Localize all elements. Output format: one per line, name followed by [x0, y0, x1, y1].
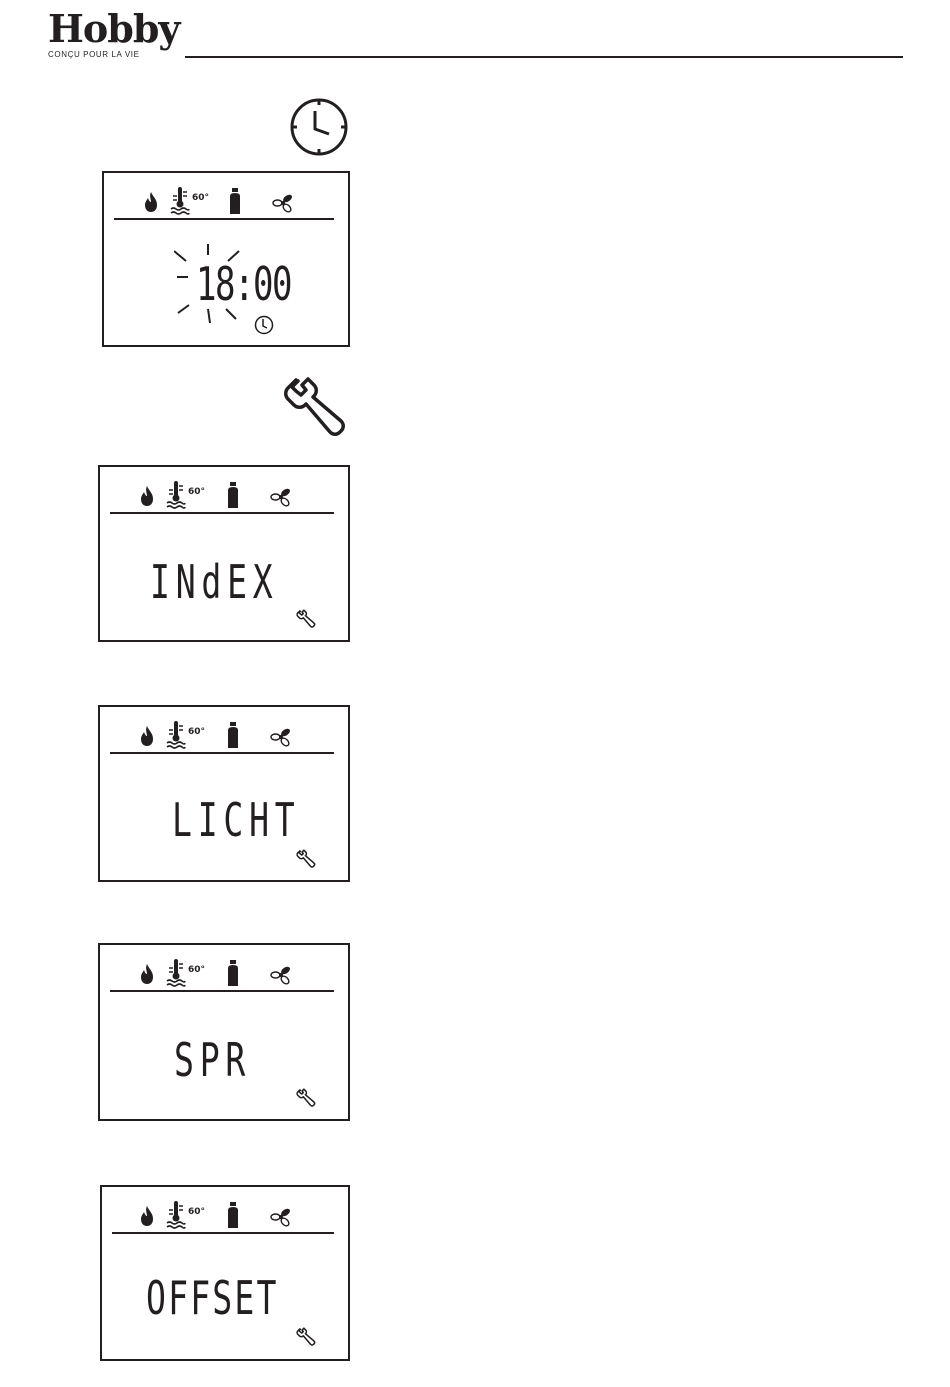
lcd-value-text: INdEX [150, 559, 279, 605]
brand-tagline: CONÇU POUR LA VIE [48, 50, 208, 59]
flame-icon [140, 485, 154, 507]
brand-name: Hobby [48, 10, 208, 48]
wrench-icon [296, 1088, 316, 1108]
temperature-label: 60° [188, 1207, 205, 1217]
lcd-divider [112, 1232, 334, 1234]
temperature-label: 60° [188, 727, 205, 737]
clock-icon [254, 315, 274, 335]
fan-icon [270, 965, 292, 985]
gas-bottle-icon [226, 481, 240, 509]
lcd-value-text: LICHT [172, 797, 301, 843]
lcd-status-icons: 60° [100, 467, 348, 517]
lcd-value-time: 18:00 [196, 261, 291, 307]
flame-icon [140, 725, 154, 747]
lcd-status-icons: 60° [102, 1187, 348, 1237]
fan-icon [270, 727, 292, 747]
lcd-value-text: OFFSET [146, 1275, 279, 1321]
water-thermometer-icon [170, 186, 190, 216]
wrench-icon [296, 609, 316, 629]
header-divider [185, 56, 903, 58]
temperature-label: 60° [188, 487, 205, 497]
clock-icon [288, 96, 350, 158]
gas-bottle-icon [226, 1201, 240, 1229]
wrench-icon [296, 849, 316, 869]
gas-bottle-icon [226, 959, 240, 987]
water-thermometer-icon [166, 720, 186, 750]
water-thermometer-icon [166, 480, 186, 510]
lcd-divider [110, 512, 334, 514]
flame-icon [140, 963, 154, 985]
fan-icon [270, 487, 292, 507]
gas-bottle-icon [228, 187, 242, 215]
lcd-divider [110, 990, 334, 992]
temperature-label: 60° [192, 193, 209, 203]
lcd-status-icons: 60° [100, 945, 348, 995]
flame-icon [144, 191, 158, 213]
wrench-icon [282, 376, 348, 440]
wrench-icon [296, 1327, 316, 1347]
brand-logo: Hobby CONÇU POUR LA VIE [48, 10, 208, 59]
fan-icon [272, 193, 294, 213]
lcd-divider [114, 218, 334, 220]
lcd-divider [110, 752, 334, 754]
lcd-display-spr: 60° SPR [98, 943, 350, 1121]
water-thermometer-icon [166, 958, 186, 988]
lcd-display-offset: 60° OFFSET [100, 1185, 350, 1361]
lcd-status-icons: 60° [100, 707, 348, 757]
fan-icon [270, 1207, 292, 1227]
temperature-label: 60° [188, 965, 205, 975]
lcd-display-time: 60° 18:00 [102, 171, 350, 347]
flame-icon [140, 1205, 154, 1227]
lcd-display-index: 60° INdEX [98, 465, 350, 642]
lcd-value-text: SPR [174, 1037, 251, 1083]
lcd-status-icons: 60° [104, 173, 348, 223]
lcd-display-licht: 60° LICHT [98, 705, 350, 882]
gas-bottle-icon [226, 721, 240, 749]
water-thermometer-icon [166, 1200, 186, 1230]
